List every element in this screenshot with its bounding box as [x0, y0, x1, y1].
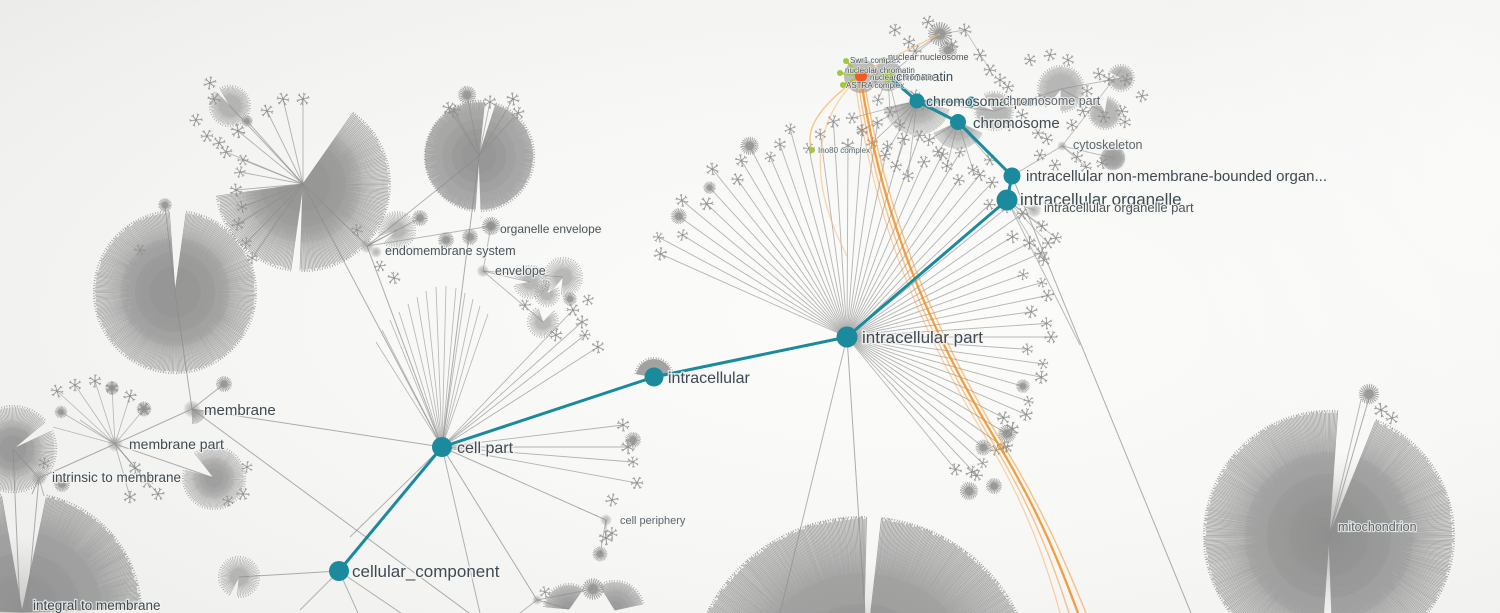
svg-text:chromosome part: chromosome part	[1003, 94, 1101, 108]
svg-text:intracellular: intracellular	[668, 370, 750, 387]
svg-text:cytoskeleton: cytoskeleton	[1073, 138, 1143, 152]
svg-text:chromatin: chromatin	[896, 69, 953, 84]
svg-text:Ino80 complex: Ino80 complex	[818, 146, 870, 155]
svg-text:cell part: cell part	[457, 440, 514, 457]
svg-text:Swr1 complex: Swr1 complex	[850, 56, 900, 65]
svg-text:integral to membrane: integral to membrane	[33, 598, 161, 613]
svg-text:nuclear nucleosome: nuclear nucleosome	[888, 52, 969, 62]
svg-text:membrane part: membrane part	[129, 436, 224, 452]
svg-text:intrinsic to membrane: intrinsic to membrane	[52, 470, 181, 485]
svg-text:envelope: envelope	[495, 264, 546, 278]
svg-text:intracellular non-membrane-bou: intracellular non-membrane-bounded organ…	[1026, 168, 1327, 185]
svg-text:nucleolar chromatin: nucleolar chromatin	[845, 66, 915, 75]
svg-text:intracellular organelle part: intracellular organelle part	[1044, 200, 1194, 215]
svg-text:chromosome: chromosome	[973, 115, 1060, 132]
svg-text:nuclear chromatin: nuclear chromatin	[870, 73, 934, 82]
svg-text:intracellular part: intracellular part	[862, 328, 983, 347]
svg-text:chromosomal part: chromosomal part	[926, 93, 1038, 109]
svg-text:membrane: membrane	[204, 402, 276, 419]
svg-text:endomembrane system: endomembrane system	[385, 244, 516, 258]
svg-text:mitochondrion: mitochondrion	[1338, 520, 1417, 534]
svg-text:cell periphery: cell periphery	[620, 515, 686, 527]
svg-text:intracellular organelle: intracellular organelle	[1020, 190, 1182, 209]
svg-text:ASTRA complex: ASTRA complex	[846, 81, 904, 90]
svg-text:cellular_component: cellular_component	[352, 562, 500, 581]
svg-text:organelle envelope: organelle envelope	[500, 222, 602, 236]
